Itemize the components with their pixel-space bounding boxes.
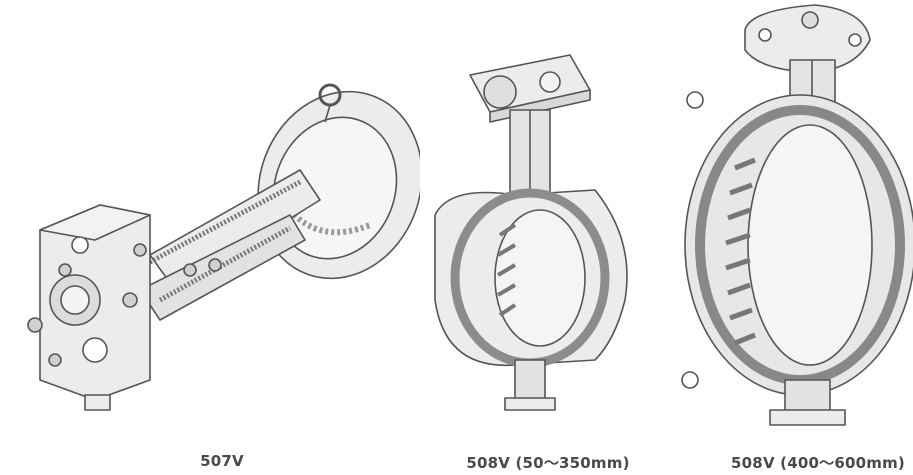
valve-508v-large-illustration xyxy=(681,4,913,426)
valve-507v-illustration xyxy=(27,83,420,411)
product-508v-small xyxy=(420,0,650,440)
product-label-507v: 507V xyxy=(200,452,244,470)
product-508v-large xyxy=(660,0,913,440)
product-507v xyxy=(0,0,420,440)
valve-508v-small-illustration xyxy=(434,54,628,411)
product-label-508v-small: 508V (50～350mm) xyxy=(466,454,630,472)
product-label-508v-large: 508V (400～600mm) xyxy=(731,454,905,472)
